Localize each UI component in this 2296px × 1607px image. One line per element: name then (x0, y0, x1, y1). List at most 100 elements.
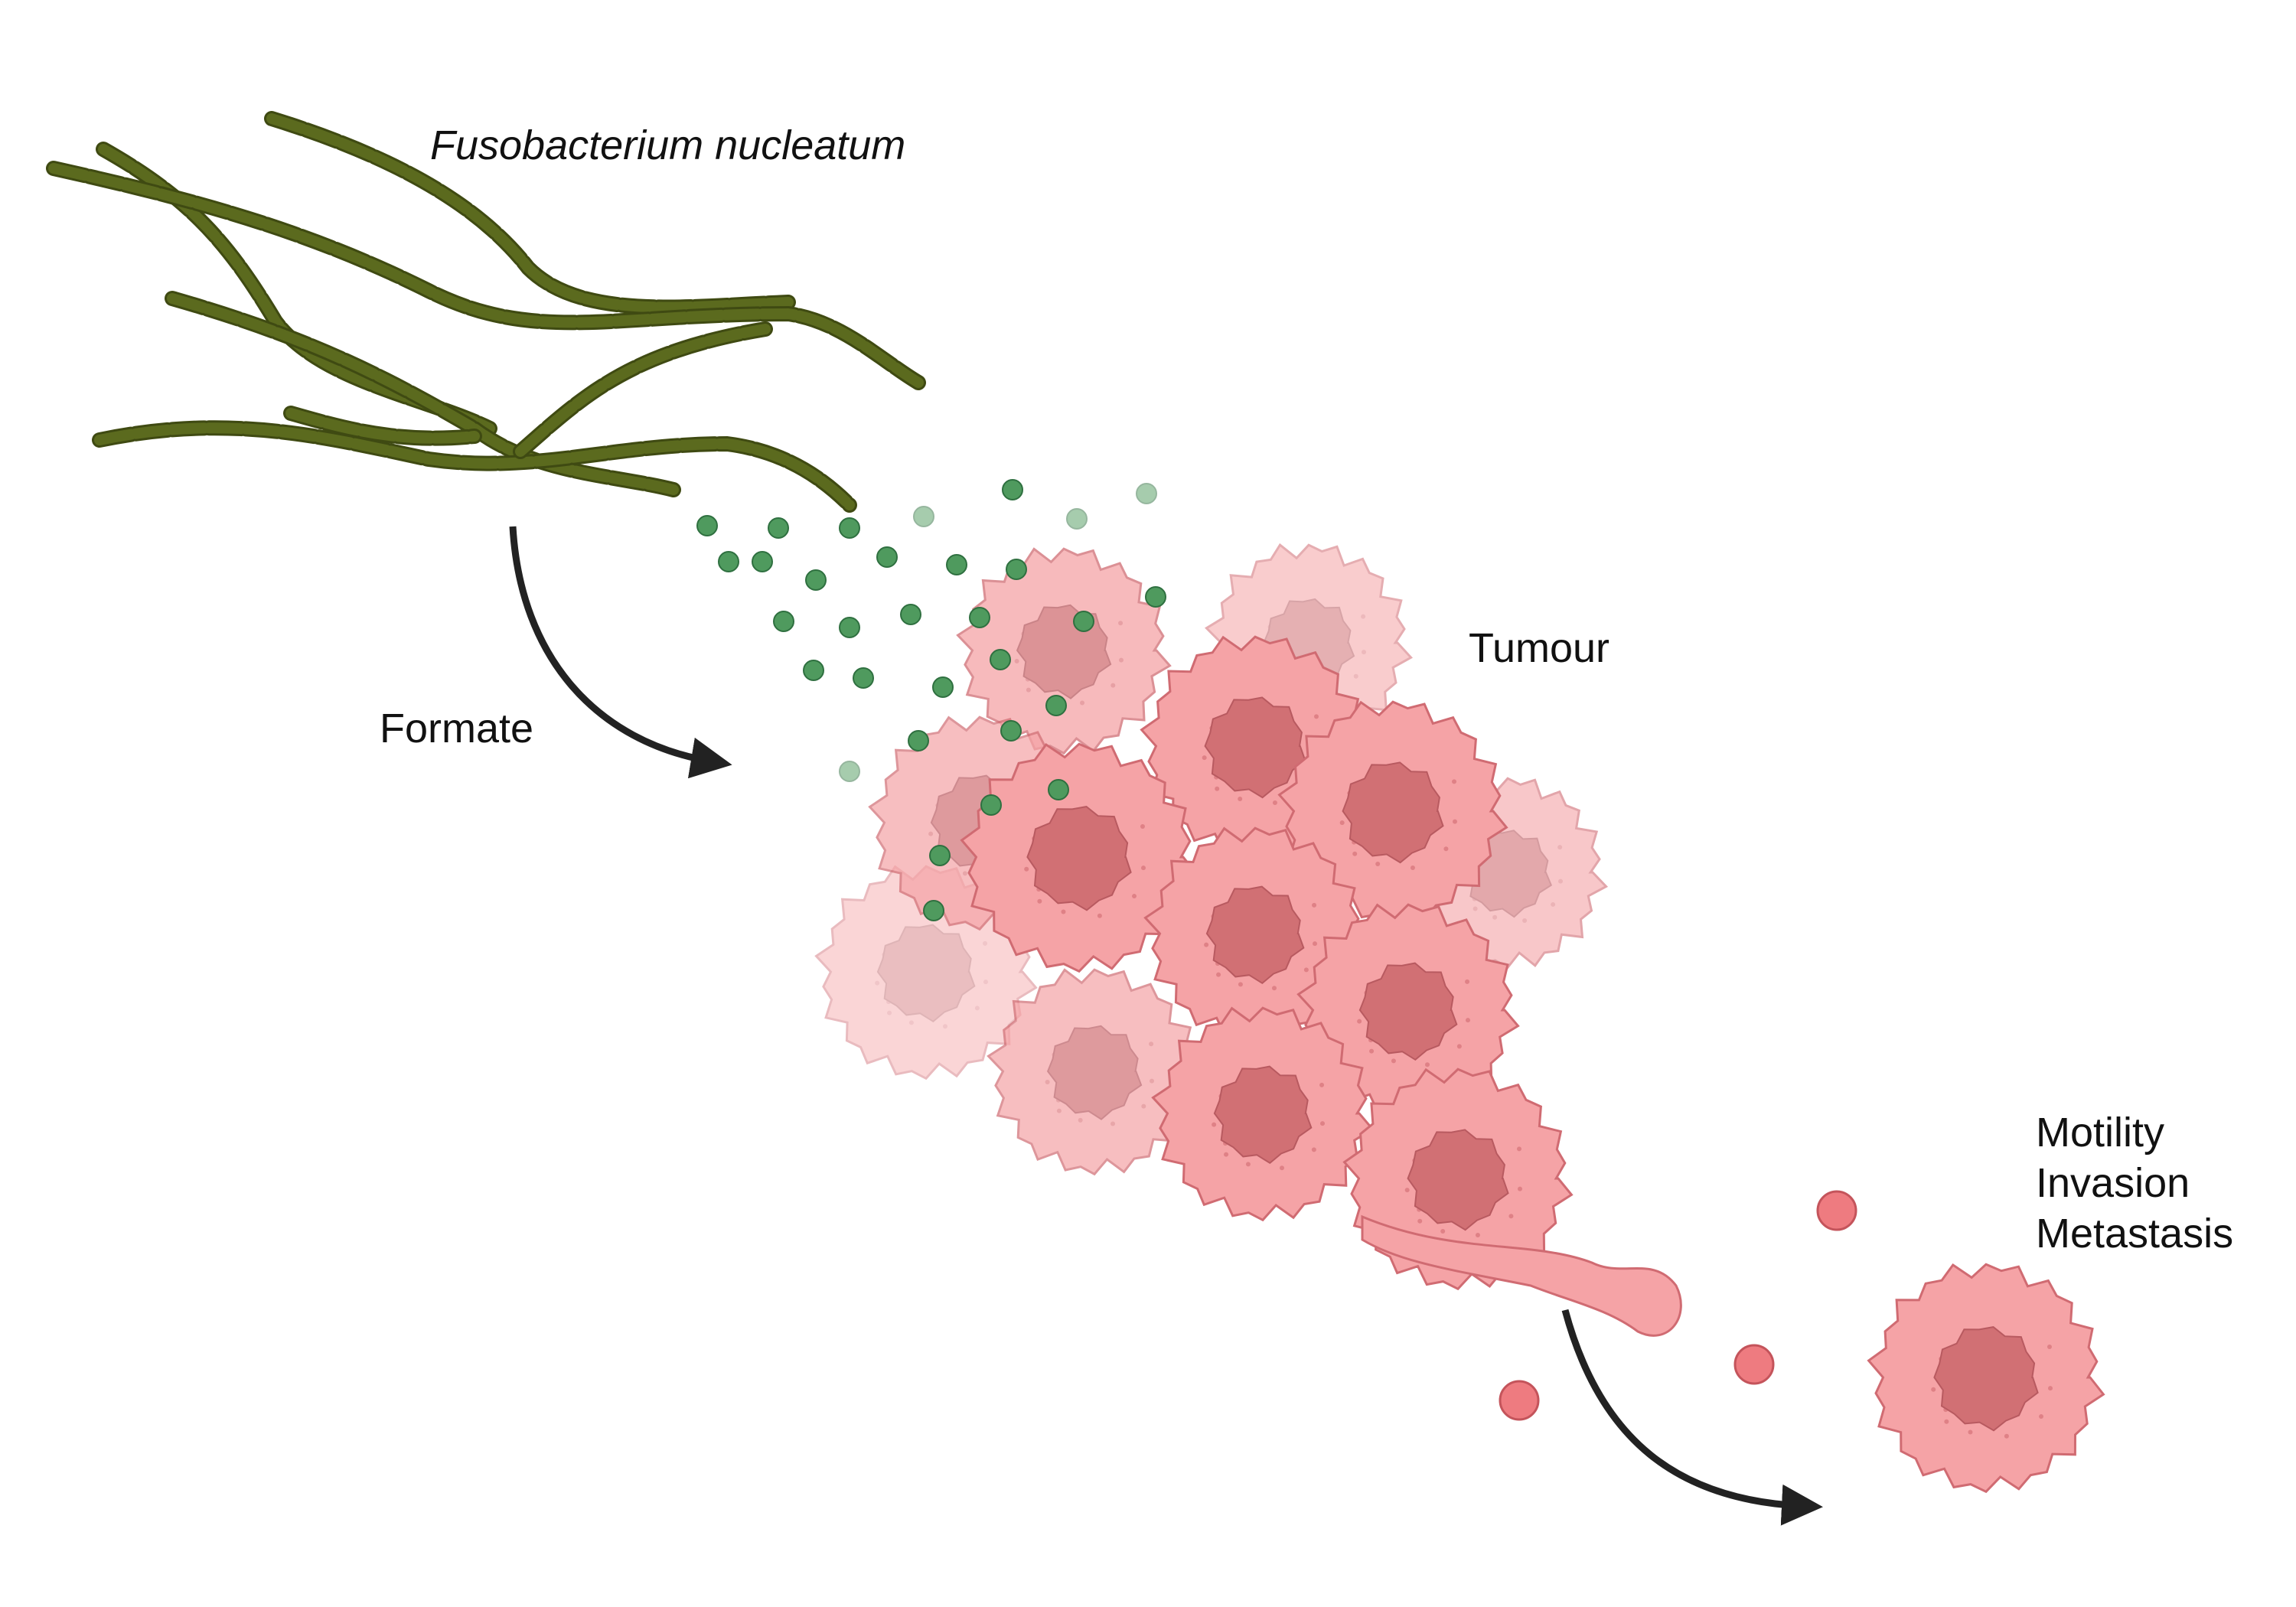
cell-nucleus (1026, 806, 1132, 911)
tumour-cell (1151, 1006, 1375, 1222)
formate-molecule (932, 676, 954, 698)
formate-molecule (946, 554, 967, 575)
cytoplasm-granule (887, 1010, 892, 1015)
cell-nucleus (876, 924, 976, 1023)
cytoplasm-granule (908, 1020, 914, 1025)
formate-molecule (1048, 779, 1069, 800)
cytoplasm-granule (1312, 902, 1317, 908)
cytoplasm-granule (1353, 673, 1358, 679)
cytoplasm-granule (1212, 1122, 1217, 1127)
cytoplasm-granule (1119, 657, 1124, 663)
cytoplasm-granule (1465, 979, 1470, 984)
cell-nucleus (1046, 1025, 1143, 1120)
cytoplasm-granule (882, 952, 887, 957)
formate-molecules (696, 479, 1166, 921)
tumour-cell (1867, 1263, 2105, 1494)
cytoplasm-granule (886, 999, 892, 1005)
cytoplasm-granule (1056, 1108, 1062, 1113)
formate-molecule (913, 506, 934, 527)
formate-molecule (990, 649, 1011, 670)
cytoplasm-granule (2039, 1414, 2044, 1420)
circulating-tumour-cell (1816, 1190, 1857, 1231)
cytoplasm-granule (1357, 1019, 1362, 1024)
cytoplasm-granule (1110, 683, 1116, 688)
bacterium-chain (285, 408, 480, 444)
bacterium-chain (266, 113, 794, 313)
formate-molecule (839, 761, 860, 782)
bacterium-chain (167, 293, 679, 495)
bacterium-chain (515, 324, 771, 457)
formate-molecule (908, 730, 929, 751)
formate-molecule (1066, 508, 1088, 530)
cytoplasm-granule (1141, 865, 1146, 871)
cytoplasm-granule (1216, 972, 1221, 977)
formate-molecule (839, 617, 860, 638)
cytoplasm-granule (1311, 1147, 1316, 1152)
outcome-metastasis: Metastasis (2036, 1211, 2234, 1257)
formate-molecule (1000, 720, 1022, 742)
cytoplasm-granule (1492, 914, 1498, 920)
tumour-cell (987, 968, 1202, 1176)
cytoplasm-granule (1375, 861, 1381, 866)
formate-molecule (929, 845, 951, 866)
cytoplasm-granule (1026, 687, 1031, 693)
cytoplasm-granule (1238, 796, 1243, 801)
bacterium-chain (94, 422, 855, 510)
bacterium-chain-outline (513, 321, 773, 459)
cell-nucleus (1342, 761, 1444, 864)
cytoplasm-granule (1215, 786, 1220, 791)
outcome-motility: Motility (2036, 1110, 2165, 1156)
cytoplasm-granule (1272, 800, 1277, 806)
cytoplasm-granule (1014, 659, 1019, 664)
cytoplasm-granule (1078, 1117, 1083, 1123)
cytoplasm-granule (925, 934, 931, 939)
cytoplasm-granule (1453, 819, 1458, 824)
cytoplasm-granule (2004, 1433, 2009, 1439)
formate-molecule (696, 515, 718, 536)
formate-molecule (718, 551, 739, 572)
cytoplasm-granule (902, 935, 907, 940)
bacteria-chains (46, 111, 926, 513)
cytoplasm-granule (1245, 1162, 1251, 1167)
cytoplasm-granule (1424, 1062, 1430, 1068)
cytoplasm-granule (1362, 650, 1367, 655)
cytoplasm-granule (1475, 1233, 1480, 1238)
formate-molecule (839, 517, 860, 539)
formate-molecule (980, 794, 1002, 816)
cytoplasm-granule (1508, 1214, 1514, 1219)
cytoplasm-granule (1339, 820, 1345, 826)
cytoplasm-granule (1118, 621, 1124, 626)
formate-molecule (1006, 559, 1027, 580)
cytoplasm-granule (1271, 986, 1277, 991)
cytoplasm-granule (1132, 894, 1137, 899)
formate-molecule (1073, 611, 1094, 632)
formate-molecule (1145, 586, 1166, 608)
cytoplasm-granule (941, 937, 947, 942)
cytoplasm-granule (983, 980, 989, 985)
cytoplasm-granule (1314, 714, 1319, 719)
cytoplasm-granule (1361, 614, 1366, 619)
cytoplasm-granule (1522, 918, 1528, 924)
cytoplasm-granule (1440, 1228, 1446, 1234)
formate-molecule (1002, 479, 1023, 500)
cytoplasm-granule (974, 1006, 980, 1011)
cell-protrusion (1361, 1214, 1682, 1337)
cytoplasm-granule (1238, 982, 1243, 987)
cytoplasm-granule (958, 970, 964, 974)
formate-molecule (1045, 695, 1067, 716)
formate-molecule (923, 900, 944, 921)
tumour-cell (960, 742, 1199, 973)
cytoplasm-granule (1141, 1103, 1146, 1109)
cytoplasm-granule (1410, 865, 1415, 871)
cytoplasm-granule (1202, 755, 1207, 761)
cytoplasm-granule (1352, 851, 1358, 856)
cytoplasm-granule (1149, 1041, 1154, 1047)
cytoplasm-granule (1517, 1146, 1522, 1152)
cytoplasm-granule (942, 1024, 947, 1029)
cytoplasm-granule (1558, 878, 1564, 884)
cytoplasm-granule (1320, 1121, 1326, 1126)
cytoplasm-granule (1140, 823, 1145, 829)
cytoplasm-granule (1150, 1078, 1155, 1084)
